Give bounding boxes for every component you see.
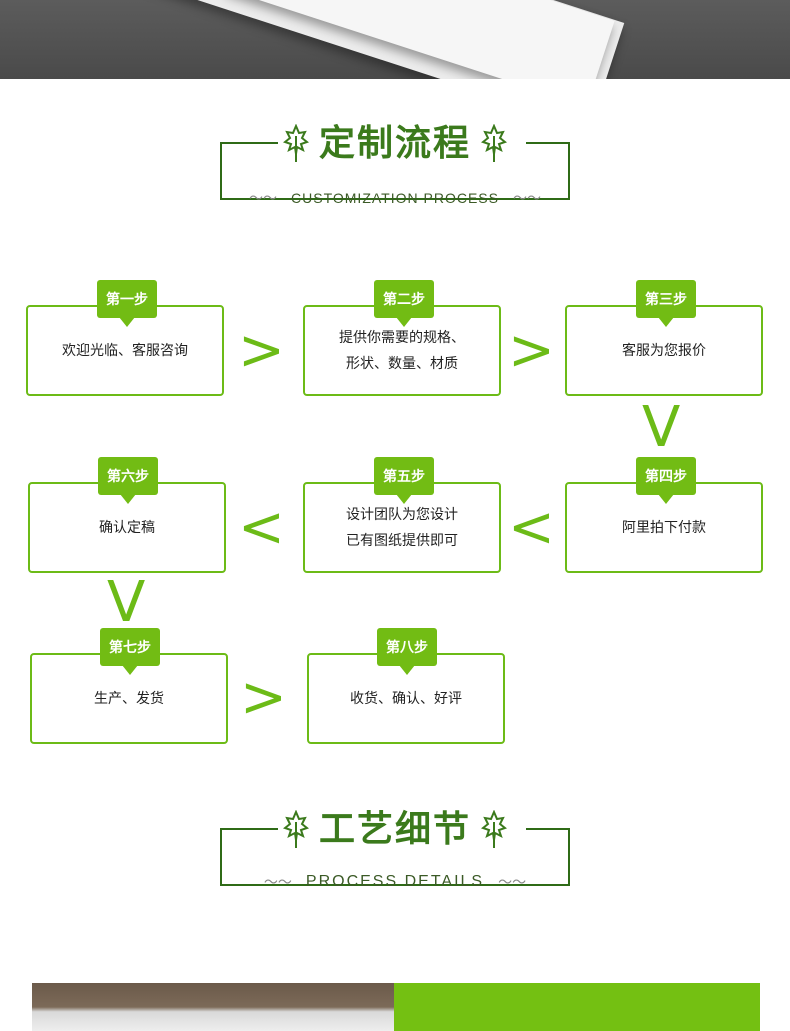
step-tag-4: 第四步 [636, 457, 696, 504]
step-text: 提供你需要的规格、 [339, 329, 465, 346]
section-header-customization: 定制流程 〜〜 CUSTOMIZATION PROCESS 〜〜 [220, 122, 570, 207]
step-text: 欢迎光临、客服咨询 [62, 342, 188, 359]
section-title: 工艺细节 [318, 809, 471, 850]
section-subtitle: CUSTOMIZATION PROCESS [291, 190, 499, 206]
step-box-5: 设计团队为您设计 已有图纸提供即可 [303, 482, 501, 573]
arrow-right: > [508, 318, 555, 383]
wave-ornament: 〜〜 [498, 875, 527, 891]
leaf-icon [282, 810, 309, 848]
wave-ornament: 〜〜 [512, 191, 541, 207]
arrow-left: < [508, 495, 555, 560]
leaf-icon [481, 124, 507, 162]
step-tag-5: 第五步 [374, 457, 434, 504]
leaf-icon [481, 810, 507, 848]
step-tag-7: 第七步 [100, 628, 160, 675]
detail-image [32, 983, 760, 1031]
step-tag-6: 第六步 [98, 457, 158, 504]
wave-ornament: 〜〜 [263, 875, 292, 891]
step-text: 设计团队为您设计 [346, 506, 458, 523]
wave-ornament: 〜〜 [249, 191, 278, 207]
arrow-right: > [238, 318, 285, 383]
step-text: 已有图纸提供即可 [346, 532, 458, 549]
section-subtitle: PROCESS DETAILS [305, 873, 485, 890]
step-box-7: 生产、发货 [30, 653, 228, 744]
section-title: 定制流程 [318, 123, 471, 164]
step-tag-3: 第三步 [636, 280, 696, 327]
step-text: 客服为您报价 [622, 342, 706, 359]
step-text: 收货、确认、好评 [350, 690, 462, 707]
leaf-icon [282, 124, 309, 162]
step-tag-2: 第二步 [374, 280, 434, 327]
step-text: 形状、数量、材质 [346, 355, 458, 372]
arrow-down: V [107, 570, 146, 635]
header-frame [220, 142, 570, 200]
header-frame [220, 828, 570, 886]
step-tag-1: 第一步 [97, 280, 157, 327]
arrow-left: < [238, 495, 285, 560]
step-tag-8: 第八步 [377, 628, 437, 675]
hero-image [0, 0, 790, 79]
step-text: 阿里拍下付款 [622, 519, 706, 536]
arrow-right: > [240, 665, 287, 730]
arrow-down: V [642, 395, 681, 460]
product-photo [32, 983, 394, 1031]
section-header-details: 工艺细节 〜〜 PROCESS DETAILS 〜〜 [220, 808, 570, 891]
green-panel [394, 983, 760, 1031]
step-text: 确认定稿 [99, 519, 155, 536]
step-text: 生产、发货 [94, 690, 164, 707]
